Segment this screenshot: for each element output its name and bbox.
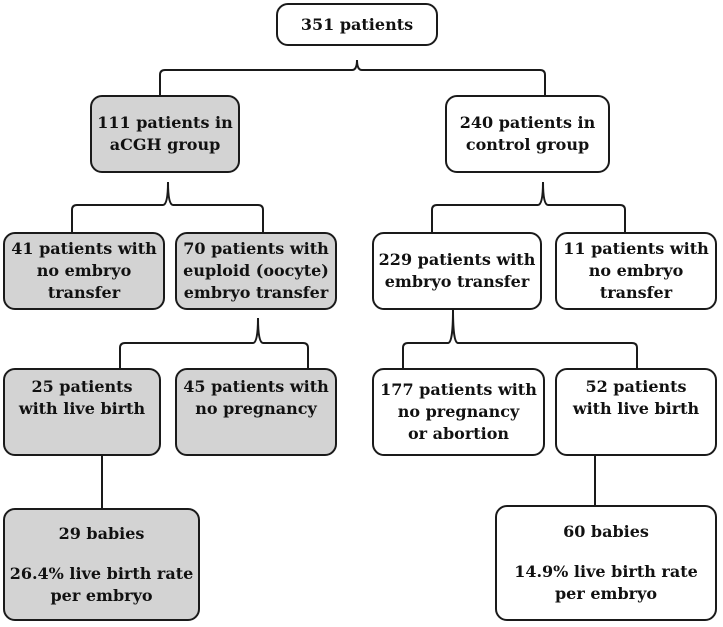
node-text: or abortion <box>407 424 510 443</box>
node-root: 351 patients <box>276 3 438 46</box>
connector-control-split <box>431 181 626 232</box>
node-text: 14.9% live birth rate <box>514 562 698 581</box>
node-control-group: 240 patients in control group <box>445 95 610 173</box>
node-acgh-no-transfer: 41 patients with no embryo transfer <box>3 232 165 310</box>
node-text: no embryo <box>36 261 132 280</box>
node-ctrl-no-pregnancy: 177 patients with no pregnancy or aborti… <box>372 368 545 456</box>
node-acgh-euploid-transfer: 70 patients with euploid (oocyte) embryo… <box>175 232 337 310</box>
node-text: per embryo <box>554 584 658 603</box>
node-text: no pregnancy <box>195 399 317 418</box>
node-acgh-group: 111 patients in aCGH group <box>90 95 240 173</box>
connector-euploid-split <box>119 317 309 368</box>
node-text: 177 patients with <box>380 380 537 399</box>
node-acgh-babies: 29 babies 26.4% live birth rate per embr… <box>3 508 200 621</box>
node-text: 41 patients with <box>11 239 157 258</box>
node-text: per embryo <box>50 585 153 605</box>
node-ctrl-embryo-transfer: 229 patients with embryo transfer <box>372 232 542 310</box>
node-text: 229 patients with <box>378 250 536 269</box>
node-ctrl-live-birth: 52 patients with live birth <box>555 368 717 456</box>
node-text: 26.4% live birth rate <box>9 563 194 583</box>
connector-root-split <box>159 59 546 95</box>
node-text: 240 patients in <box>459 113 596 132</box>
node-ctrl-no-transfer: 11 patients with no embryo transfer <box>555 232 717 310</box>
node-text: embryo transfer <box>183 283 329 302</box>
node-acgh-live-birth: 25 patients with live birth <box>3 368 161 456</box>
node-text: 111 patients in <box>97 113 233 132</box>
node-text: 351 patients <box>300 14 414 34</box>
node-ctrl-babies: 60 babies 14.9% live birth rate per embr… <box>495 505 717 621</box>
node-text: 45 patients with <box>183 377 329 396</box>
node-text: euploid (oocyte) <box>183 261 329 280</box>
node-text: no embryo <box>588 261 684 280</box>
node-text: aCGH group <box>109 135 221 154</box>
node-text: with live birth <box>572 399 700 418</box>
node-text: control group <box>465 135 590 154</box>
node-text: no pregnancy <box>397 402 520 421</box>
node-text: embryo transfer <box>384 272 530 291</box>
node-text: transfer <box>47 283 121 302</box>
connector-ctrl-transfer-split <box>402 309 638 368</box>
node-text: 25 patients <box>31 377 133 396</box>
node-text: 52 patients <box>585 377 687 396</box>
node-acgh-no-pregnancy: 45 patients with no pregnancy <box>175 368 337 456</box>
node-text: 70 patients with <box>183 239 329 258</box>
node-text: with live birth <box>18 399 146 418</box>
node-text: 11 patients with <box>563 239 709 258</box>
node-text: transfer <box>599 283 673 302</box>
node-text: 60 babies <box>563 522 649 541</box>
connector-acgh-split <box>71 181 264 232</box>
node-text: 29 babies <box>58 523 145 543</box>
